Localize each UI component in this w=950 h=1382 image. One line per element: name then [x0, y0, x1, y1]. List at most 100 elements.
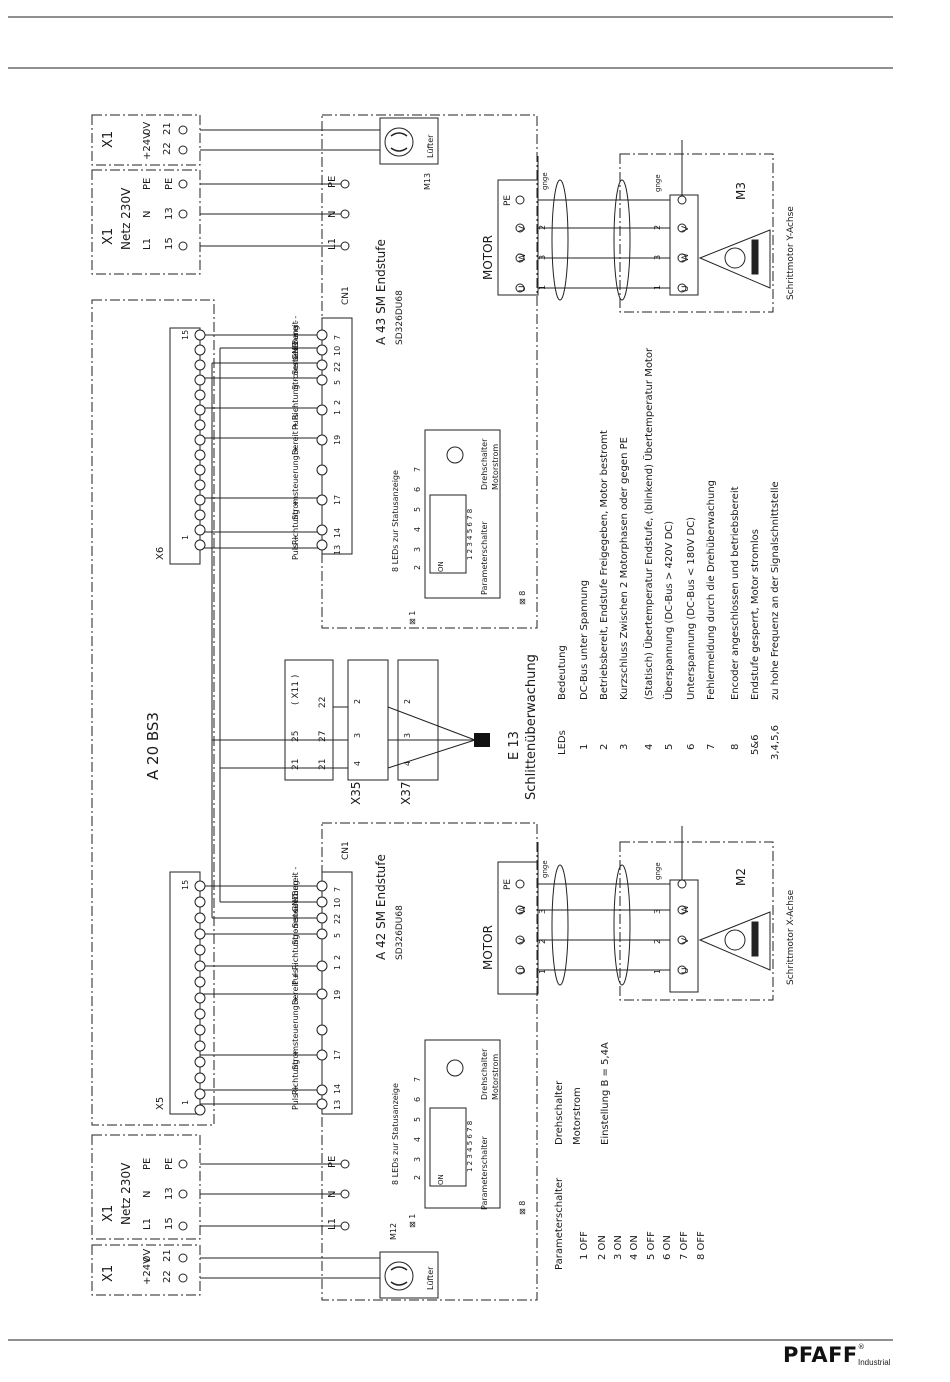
led-l-2: 2	[413, 1175, 422, 1180]
x11-pin-22: 22	[318, 697, 328, 708]
fan-symbols	[390, 132, 408, 1286]
x11-label: ( X11 )	[291, 675, 301, 705]
param-row-7: 8 OFF	[696, 1231, 707, 1260]
led-row-4-text: Überspannung (DC-Bus > 420V DC)	[662, 521, 675, 700]
x1-bottom-label-2: X1	[101, 1265, 116, 1282]
sig-r-gnd: GND	[291, 342, 300, 360]
cn1-l-17: 17	[333, 1050, 342, 1060]
led-table-col1: LEDs	[557, 730, 568, 755]
motor-y-gnge-r: gnge	[654, 174, 662, 192]
x35-pin-3: 3	[353, 733, 362, 738]
cn1-r-22: 22	[333, 362, 342, 372]
motor-x-term-v: V	[681, 937, 691, 944]
left-amp-model: SD326DU68	[395, 905, 405, 960]
param-setting: Einstellung B = 5,4A	[600, 1042, 611, 1145]
header-x6	[169, 327, 201, 565]
cn1-l-5: 5	[333, 933, 342, 938]
motor-x-box	[619, 841, 774, 1001]
rotated-labels: X1 X1 Netz 230V +24V 0V 22 21 PE N L1 PE…	[101, 122, 796, 1290]
led-r-motorstrom: Motorstrom	[491, 444, 500, 490]
amp-n-top: N	[327, 211, 338, 218]
header-x5-label: X5	[155, 1097, 166, 1110]
led-row-7-num: 8	[730, 744, 741, 750]
x11-pin-25: 25	[291, 731, 301, 742]
x1-pin21-bottom: 21	[162, 1249, 173, 1262]
fan-left-box	[379, 1251, 439, 1299]
motor-x-wire-2r: 2	[653, 939, 662, 944]
motor-x-term-w: W	[681, 905, 691, 914]
fan-right-label: Lüfter	[426, 134, 435, 158]
param-row-0: 1 OFF	[579, 1231, 590, 1260]
fan-left-id: M12	[389, 1223, 398, 1240]
cn1-l-7: 7	[333, 887, 342, 892]
amp-l1-top: L1	[327, 238, 338, 250]
x35-pin-2: 2	[353, 699, 362, 704]
motor-x-w: W	[518, 905, 528, 914]
signal-wires	[200, 129, 683, 1279]
param-row-4: 5 OFF	[646, 1231, 657, 1260]
motor-x-term-u: U	[681, 967, 691, 974]
led-r-4: 4	[413, 527, 422, 532]
x1-pe-bottom: PE	[142, 1158, 153, 1170]
x1-pin15-top: 15	[164, 237, 175, 250]
sig-r-strom-minus: Stromsteuerung -	[291, 320, 300, 390]
cn1-r-19: 19	[333, 435, 342, 445]
header-x6-label: X6	[155, 547, 166, 560]
motor-y-label: MOTOR	[481, 235, 495, 280]
left-amp-cn1: CN1	[341, 841, 351, 860]
led-l-5: 5	[413, 1117, 422, 1122]
led-l-dip-nums: 1 2 3 4 5 6 7 8	[466, 1121, 474, 1172]
x37-pin-2: 2	[403, 699, 412, 704]
x1-l1-bottom: L1	[142, 1218, 153, 1230]
x1-pin-pe-top: PE	[164, 178, 175, 190]
sig-r-puls-plus: Puls +	[291, 535, 300, 560]
fan-right-box	[379, 117, 439, 165]
right-amp-box	[321, 114, 538, 629]
sig-l-strom-plus: Stromsteuerung +	[291, 996, 300, 1070]
x1-netz-top: Netz 230V	[119, 187, 133, 250]
cn1-r-10: 10	[333, 346, 342, 356]
motor-y-u: U	[518, 285, 528, 292]
param-row-1: 2 ON	[597, 1235, 608, 1260]
sig-l-richtung-plus: Richtung +	[291, 1050, 300, 1095]
param-row-3: 4 ON	[629, 1235, 640, 1260]
motor-x-v: V	[518, 937, 528, 944]
led-row-6-num: 7	[706, 744, 717, 750]
sig-r-puls-minus: Puls -	[291, 408, 300, 430]
x11-pin-21b: 21	[318, 759, 328, 770]
motor-x-u: U	[518, 967, 528, 974]
fan-right-id: M13	[423, 173, 432, 190]
motor-y-pe: PE	[503, 195, 513, 206]
motor-y-desc: Schrittmotor Y-Achse	[786, 206, 796, 300]
x1-24v-top: +24V	[142, 132, 153, 160]
pfaff-logo: PFAFF®	[783, 1343, 865, 1367]
sig-l-gnd: GND	[291, 894, 300, 912]
x5-pins	[194, 880, 206, 1116]
motor-y-wire-1: 1	[538, 285, 547, 290]
led-r-5: 5	[413, 507, 422, 512]
led-l-param: Parameterschalter	[480, 1136, 489, 1210]
x1-pe-top: PE	[142, 178, 153, 190]
brand-reg-mark: ®	[857, 1343, 866, 1351]
led-row-5-num: 6	[686, 744, 697, 750]
motor-x-desc: Schrittmotor X-Achse	[786, 889, 796, 985]
cn1-right-pins	[316, 329, 328, 551]
left-amp-name: A 42 SM Endstufe	[374, 854, 388, 960]
fan-right-circle	[384, 127, 414, 157]
motor-y-w: W	[518, 253, 528, 262]
page-rules	[8, 16, 893, 1341]
led-title-right: 8 LEDs zur Statusanzeige	[391, 470, 400, 572]
motor-x-term	[497, 861, 539, 995]
cn1-l-19: 19	[333, 990, 342, 1000]
sig-r-strom-plus: Stromsteuerung +	[291, 446, 300, 520]
sig-l-strom-minus: Stromsteuerung -	[291, 875, 300, 945]
cn1-r-5: 5	[333, 380, 342, 385]
x1-0v-bottom: 0V	[142, 1249, 153, 1262]
x1-netz-bottom: Netz 230V	[119, 1162, 133, 1225]
motor-y-term-w: W	[681, 253, 691, 262]
encoder-plug	[474, 733, 490, 747]
cn1-r-1: 1	[333, 410, 342, 415]
cn1-left-pins	[316, 880, 328, 1110]
motor-x-gnge: gnge	[541, 860, 549, 878]
